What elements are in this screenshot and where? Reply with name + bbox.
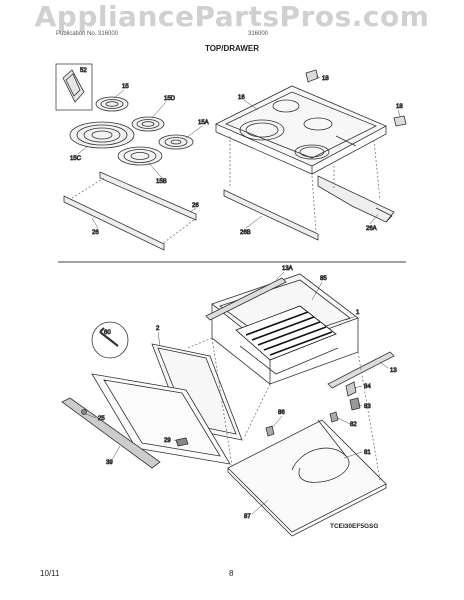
callout-25: 25 [98,416,105,422]
callout-60: 60 [104,330,111,336]
part-drawer-front [91,373,231,465]
callout-15a: 15A [198,120,209,126]
callout-1: 1 [356,310,360,316]
callout-83: 83 [364,404,371,410]
callout-85: 85 [320,276,327,282]
part-15c-large-element [69,121,135,149]
part-13a-rail [205,277,287,321]
part-85-rack [235,305,339,375]
part-29-clip [175,437,189,447]
callout-15b: 15B [156,179,167,185]
callout-18-right: 18 [396,104,403,110]
part-25-screw [81,409,87,415]
callout-81: 81 [364,450,371,456]
part-26-trim-rear [99,171,197,221]
page-number: 8 [229,569,234,578]
part-82-wire-clip [329,411,339,423]
callout-18-top: 18 [322,76,329,82]
exploded-guides-top [71,136,381,245]
part-86-clip [265,425,275,437]
part-52-knob-insert [55,63,93,111]
callout-15: 15 [122,84,129,90]
part-60-screw-kit [91,321,129,359]
model-code: TCEI30EF5GSG [330,523,379,530]
watermark: AppliancePartsPros.com [34,0,430,33]
part-18-clip-right [393,115,407,127]
part-84-bracket [345,381,357,397]
callout-2: 2 [156,326,160,332]
part-15b-element [117,146,163,166]
callout-82: 82 [350,422,357,428]
callout-87: 87 [244,514,251,520]
callout-29: 29 [164,438,171,444]
part-15a-element [158,134,194,150]
header-left: Publication No. 316000 [56,31,119,37]
callout-84: 84 [364,384,371,390]
section-title: TOP/DRAWER [204,44,260,53]
leader-lines [77,75,401,515]
callout-13a: 13A [282,266,293,272]
callout-labels: 52 15 15D 15A 15C 15B 16 18 18 26 26 26B… [70,68,404,521]
callout-15d: 15D [164,96,176,102]
callout-26-right: 26 [192,203,199,209]
part-16-cooktop [215,85,387,175]
callout-13: 13 [390,368,397,374]
callout-15c: 15C [70,156,82,162]
part-15-small-element [95,96,129,112]
callout-52: 52 [80,68,87,74]
callout-26b: 26B [240,230,251,236]
footer-date: 10/11 [40,569,60,578]
callout-86: 86 [278,410,285,416]
callout-39: 39 [106,460,113,466]
callout-26a: 26A [366,226,377,232]
part-18-clip-top [305,69,319,83]
callout-26-left: 26 [92,230,99,236]
part-83-switch [349,397,361,411]
callout-16: 16 [238,95,245,101]
part-39-handle [61,397,161,469]
part-26-trim-front [63,195,165,251]
part-26a-bracket [317,175,395,223]
part-13-rail [327,351,395,389]
part-81-warming-element [291,419,350,483]
part-87-drawer-bottom [227,419,387,537]
header-right: 316000 [248,31,269,37]
part-15d-element [131,116,165,132]
exploded-guides-drawer [187,337,381,481]
part-26b-front-trim [223,189,319,241]
